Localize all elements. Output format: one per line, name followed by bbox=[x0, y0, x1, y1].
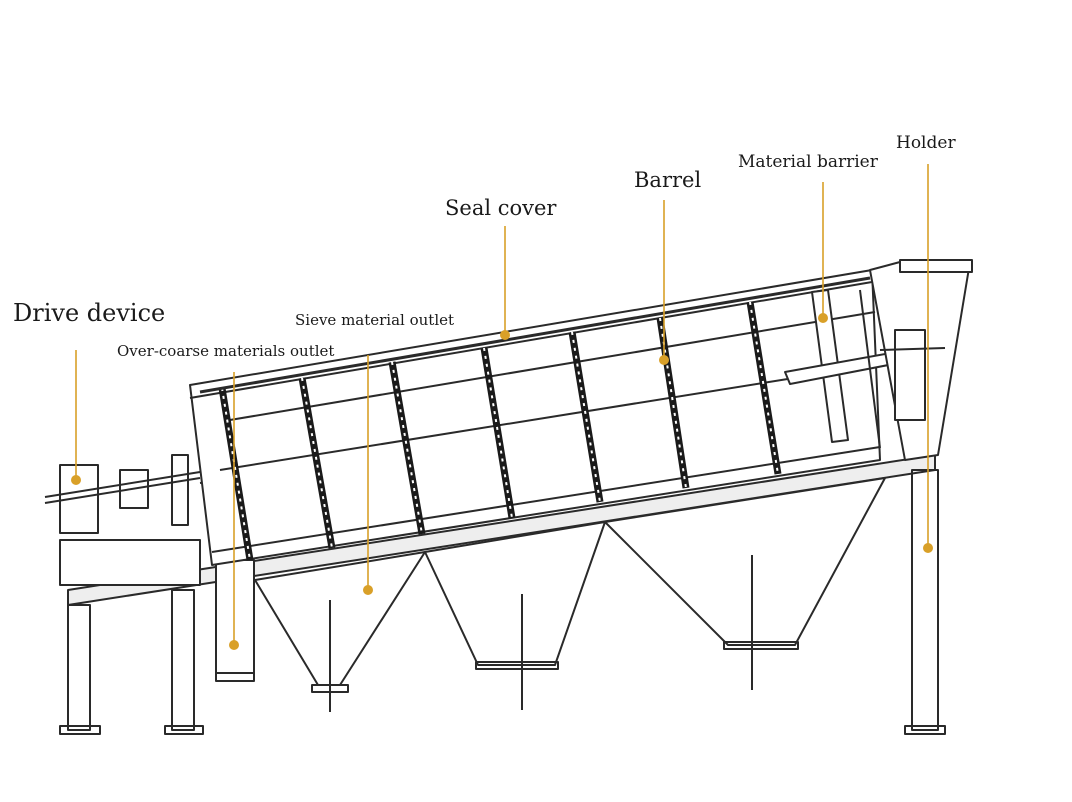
callout-over-coarse-outlet bbox=[229, 372, 239, 650]
callout-material-barrier bbox=[818, 182, 828, 323]
callout-barrel bbox=[659, 200, 669, 365]
drive-device-drawing bbox=[44, 454, 241, 586]
seal-cover-drawing bbox=[199, 276, 871, 394]
callout-holder bbox=[923, 164, 933, 553]
callouts bbox=[71, 164, 933, 650]
label-sieve-outlet: Sieve material outlet bbox=[295, 311, 455, 329]
label-material-barrier: Material barrier bbox=[738, 152, 878, 172]
label-holder: Holder bbox=[896, 133, 956, 153]
legs bbox=[59, 469, 946, 735]
holder-drawing bbox=[869, 259, 973, 461]
label-drive-device: Drive device bbox=[13, 299, 166, 327]
over-coarse-outlet-drawing bbox=[215, 559, 255, 682]
hoppers bbox=[254, 477, 886, 712]
label-barrel: Barrel bbox=[634, 168, 702, 192]
callout-seal-cover bbox=[500, 226, 510, 340]
callout-sieve-outlet bbox=[363, 355, 373, 595]
callout-drive-device bbox=[71, 350, 81, 485]
label-seal-cover: Seal cover bbox=[445, 196, 557, 220]
label-over-coarse-outlet: Over-coarse materials outlet bbox=[117, 342, 335, 360]
